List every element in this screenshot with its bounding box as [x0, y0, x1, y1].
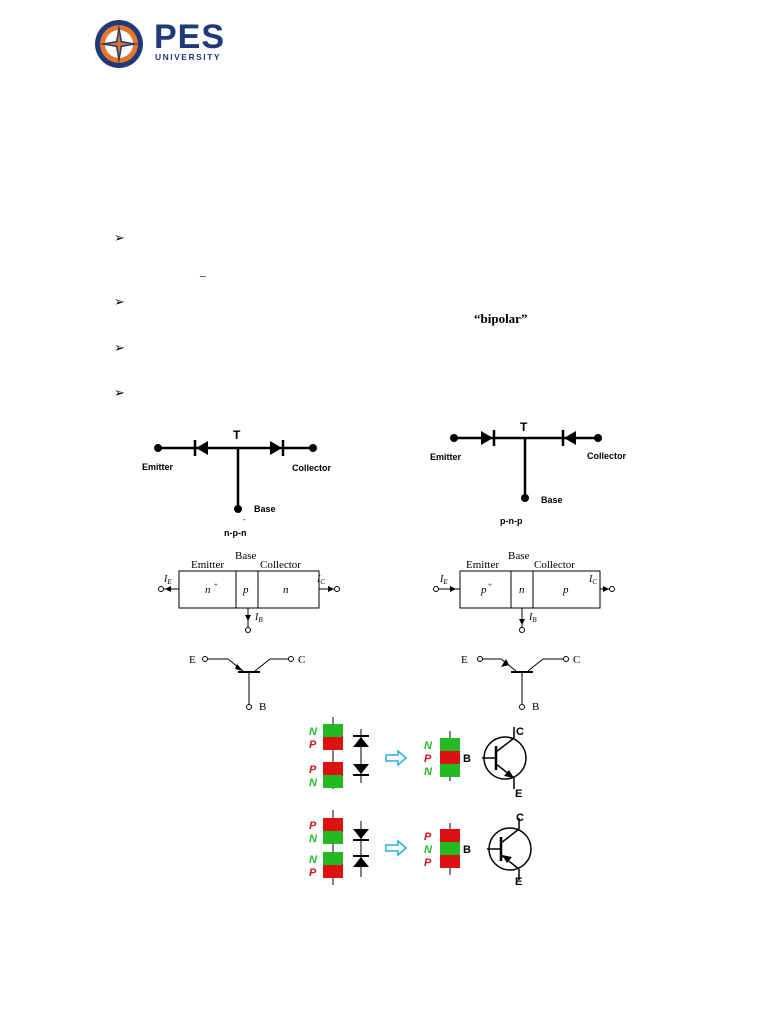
b-label: B [463, 844, 471, 856]
emitter-label: Emitter [142, 462, 174, 472]
layer-label-4: P [309, 867, 317, 879]
layer-label-2: P [309, 739, 317, 751]
pnp-bjt-icon [487, 818, 532, 880]
ic-label: IC [588, 574, 597, 586]
symbol-c-label: C [298, 654, 305, 666]
symbol-c-label: C [573, 654, 580, 666]
mid-label-3: P [424, 857, 432, 869]
npn-caption: n-p-n [224, 528, 247, 538]
region-emitter-plus: + [488, 581, 492, 589]
layer-label-2: N [309, 833, 318, 845]
region-emitter: p [480, 584, 487, 596]
npn-bjt-icon [482, 727, 527, 789]
mid-label-3: N [424, 766, 433, 778]
base-label: Base [508, 550, 530, 562]
region-base: n [519, 584, 525, 596]
pnp-transistor-symbol: E C B [461, 654, 580, 713]
emitter-label: Emitter [466, 559, 499, 571]
layer-label-4: N [309, 777, 318, 789]
diode-pair-icon [353, 729, 369, 783]
symbol-b-label: B [532, 701, 539, 713]
symbol-e-label: E [189, 654, 196, 666]
npn-transistor-symbol: E C B [189, 654, 305, 713]
ie-label: IE [439, 574, 448, 586]
stray-mark: - [243, 515, 246, 524]
c-label: C [516, 812, 524, 824]
layer-label-1: P [309, 820, 317, 832]
base-label: Base [254, 504, 276, 514]
diode-right-icon [561, 430, 576, 446]
mid-label-1: N [424, 740, 433, 752]
mid-label-1: P [424, 831, 432, 843]
region-emitter: n [205, 584, 211, 596]
region-collector: n [283, 584, 289, 596]
layer-label-3: P [309, 764, 317, 776]
diode-left-icon [481, 430, 496, 446]
collector-label: Collector [292, 463, 332, 473]
pnp-structure: Base Emitter Collector p + n p IE IC IB [433, 550, 615, 633]
emitter-arrow-icon [235, 664, 243, 671]
compass-emblem-icon [95, 20, 143, 68]
arrow-right-icon [385, 749, 408, 767]
e-label: E [515, 788, 522, 800]
b-label: B [463, 753, 471, 765]
pnp-diode-model: T Emitter Collector Base p-n-p [430, 420, 627, 526]
pes-logo [95, 20, 143, 68]
base-label: Base [235, 550, 257, 562]
bipolar-term: “bipolar” [474, 311, 528, 326]
pnp-color-diagram: P N N P P N P B C E [309, 810, 532, 888]
mid-label-2: P [424, 753, 432, 765]
mid-label-2: N [424, 844, 433, 856]
collector-label: Collector [260, 559, 301, 571]
logo-wordmark: PES [154, 18, 226, 56]
bullet-1: ➢ [114, 231, 125, 246]
logo-subtitle: UNIVERSITY [155, 52, 222, 62]
npn-color-diagram: N P P N N P N B C E [309, 717, 527, 800]
npn-structure: Base Emitter Collector n + p n IE IC IB [158, 550, 340, 633]
base-label: Base [541, 495, 563, 505]
terminal-t-label: T [520, 420, 528, 434]
ie-label: IE [163, 574, 172, 586]
layer-label-3: N [309, 854, 318, 866]
emitter-label: Emitter [191, 559, 224, 571]
emitter-arrow-icon [501, 659, 509, 667]
layer-label-1: N [309, 726, 318, 738]
c-label: C [516, 726, 524, 738]
ib-label: IB [528, 612, 537, 624]
symbol-b-label: B [259, 701, 266, 713]
symbol-e-label: E [461, 654, 468, 666]
e-label: E [515, 876, 522, 888]
region-collector: p [562, 584, 569, 596]
emitter-label: Emitter [430, 452, 462, 462]
terminal-t-label: T [233, 428, 241, 442]
bullet-4: ➢ [114, 386, 125, 401]
stray-underscore: _ [200, 264, 206, 278]
region-base: p [242, 584, 249, 596]
diode-left-icon [193, 440, 208, 456]
npn-diode-model: T Emitter Collector Base - n-p-n [142, 428, 332, 538]
diode-pair-icon [353, 821, 369, 877]
bullet-2: ➢ [114, 295, 125, 310]
bullet-3: ➢ [114, 341, 125, 356]
arrow-right-icon [385, 839, 408, 857]
pnp-caption: p-n-p [500, 516, 523, 526]
ic-label: IC [316, 574, 325, 586]
diode-right-icon [270, 440, 285, 456]
region-emitter-plus: + [214, 581, 218, 589]
ib-label: IB [254, 612, 263, 624]
collector-label: Collector [587, 451, 627, 461]
collector-label: Collector [534, 559, 575, 571]
